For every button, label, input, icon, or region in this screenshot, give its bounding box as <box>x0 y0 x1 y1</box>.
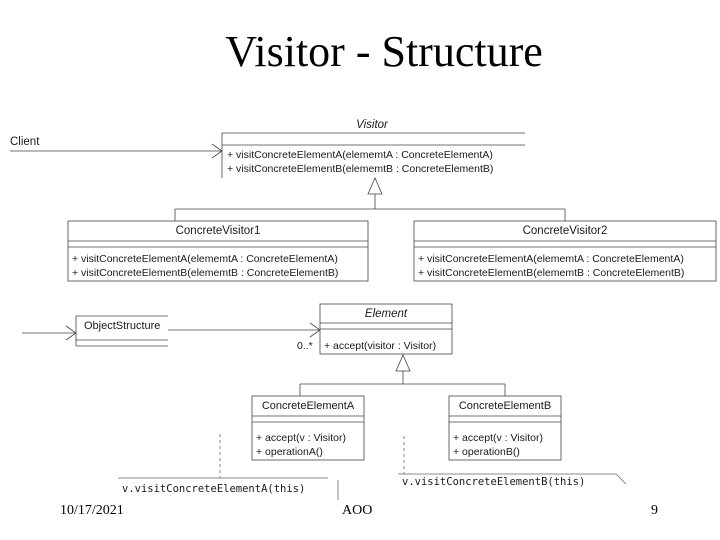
visitor-op-visit-a: + visitConcreteElementA(elememtA : Concr… <box>227 149 493 161</box>
concrete-visitor-1-box <box>67 220 369 282</box>
visitor-inheritance-arrowhead <box>367 177 383 195</box>
concrete-visitor-2-op-visit-a: + visitConcreteElementA(elememtA : Concr… <box>418 253 684 265</box>
footer-date: 10/17/2021 <box>60 503 124 518</box>
concrete-visitor-1-op-visit-b: + visitConcreteElementB(elememtB : Concr… <box>72 267 338 279</box>
visitor-op-visit-b: + visitConcreteElementB(elememtB : Concr… <box>227 163 493 175</box>
concrete-element-b-name: ConcreteElementB <box>459 400 551 412</box>
concrete-visitor-2-box <box>413 220 717 282</box>
concrete-visitor-1-class: ConcreteVisitor1 + visitConcreteElementA… <box>67 220 369 282</box>
note-b-fold <box>615 473 627 485</box>
concrete-element-a-name: ConcreteElementA <box>262 400 355 412</box>
concrete-element-a-box <box>251 395 365 461</box>
page-number: 9 <box>651 503 658 518</box>
element-class-name: Element <box>365 308 408 320</box>
visitor-class-name: Visitor <box>356 119 389 131</box>
client-label: Client <box>10 136 40 148</box>
concrete-visitor-2-op-visit-b: + visitConcreteElementB(elememtB : Concr… <box>418 267 684 279</box>
concrete-visitor-1-op-visit-a: + visitConcreteElementA(elememtA : Concr… <box>72 253 338 265</box>
element-class: Element + accept(visitor : Visitor) <box>319 303 453 355</box>
concrete-element-a-op-operation: + operationA() <box>256 446 323 458</box>
concrete-visitor-1-name: ConcreteVisitor1 <box>176 225 261 237</box>
concrete-element-b-op-accept: + accept(v : Visitor) <box>453 432 543 444</box>
note-b-text: v.visitConcreteElementB(this) <box>402 476 585 488</box>
concrete-element-b-op-operation: + operationB() <box>453 446 520 458</box>
slide-title: Visitor - Structure <box>225 27 543 76</box>
concrete-element-a-op-accept: + accept(v : Visitor) <box>256 432 346 444</box>
note-a-text: v.visitConcreteElementA(this) <box>122 483 305 495</box>
footer-center-label: AOO <box>342 503 373 518</box>
visitor-class: Visitor + visitConcreteElementA(elememtA… <box>221 119 525 178</box>
element-op-accept: + accept(visitor : Visitor) <box>324 340 436 352</box>
object-structure-name: ObjectStructure <box>84 320 160 332</box>
concrete-visitor-2-name: ConcreteVisitor2 <box>523 225 608 237</box>
object-structure-class: ObjectStructure <box>75 315 168 347</box>
concrete-element-b-class: ConcreteElementB + accept(v : Visitor) +… <box>448 395 562 461</box>
concrete-element-a-class: ConcreteElementA + accept(v : Visitor) +… <box>251 395 365 461</box>
concrete-element-b-box <box>448 395 562 461</box>
element-inheritance-arrowhead <box>395 354 411 372</box>
multiplicity-label: 0..* <box>297 340 313 352</box>
concrete-visitor-2-class: ConcreteVisitor2 + visitConcreteElementA… <box>413 220 717 282</box>
